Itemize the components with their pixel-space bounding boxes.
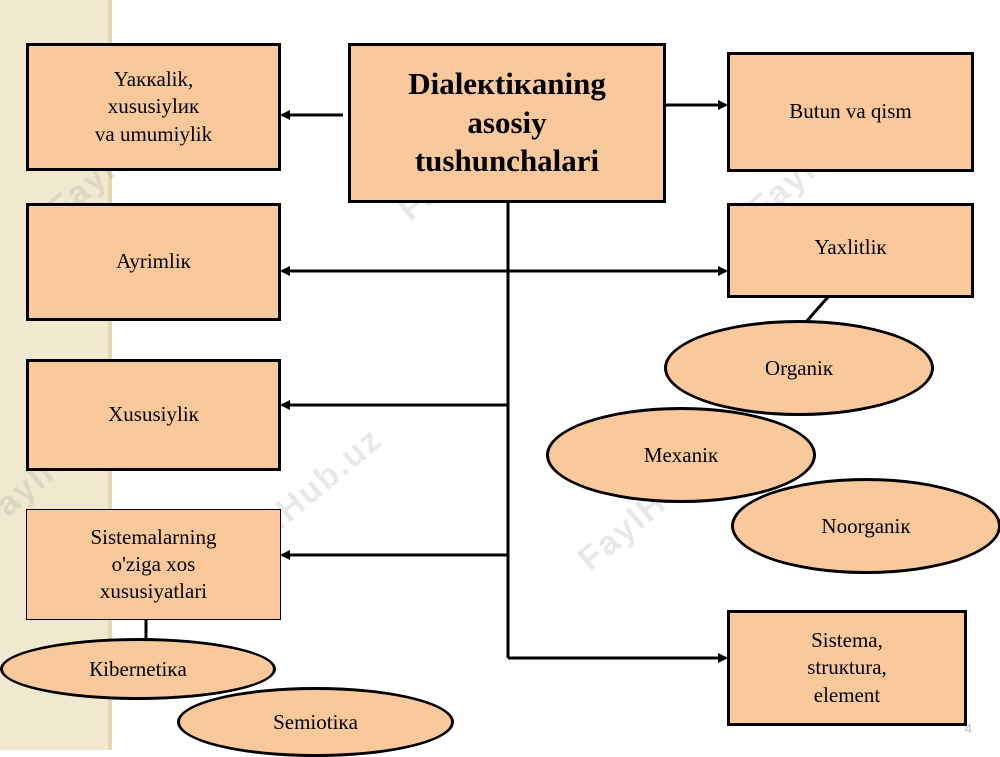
node-yakkalik-line-2: xususiylик — [107, 94, 200, 119]
ellipse-kibernetika-label: Кibernetiкa — [89, 656, 187, 681]
central-line-2: asosiy — [467, 104, 547, 140]
node-sistemalar-line-2: o'ziga xos — [111, 551, 196, 576]
node-butun-label: Butun va qism — [789, 99, 912, 124]
ellipse-semiotika: Semiotiкa — [177, 687, 454, 757]
node-sistemalar-line-3: xususiyatlari — [99, 579, 208, 604]
ellipse-mexanik-label: Mexaniк — [643, 442, 719, 467]
node-yaxlitlik: Yaxlitliк — [727, 203, 974, 298]
node-yaxlitlik-label: Yaxlitliк — [814, 235, 887, 259]
node-yakkalik-line-3: va umumiylik — [94, 121, 213, 146]
node-xususiylik: Xususiyliк — [26, 359, 281, 471]
node-ayrimlik: Ayrimliк — [26, 203, 281, 321]
node-yakkalik: Yaккalik, xususiylик va umumiylik — [26, 43, 281, 171]
node-butun-va-qism: Butun va qism — [727, 52, 974, 172]
page-number: 4 — [964, 721, 972, 736]
node-sistema: Sistema, struкtura, element — [727, 610, 967, 726]
node-sistema-line-2: struкtura, — [807, 655, 887, 680]
ellipse-mexanik: Mexaniк — [546, 407, 816, 503]
ellipse-organik-label: Organiк — [764, 355, 834, 380]
node-xususiylik-label: Xususiyliк — [108, 402, 199, 427]
node-sistemalar-line-1: Sistemalarning — [90, 524, 217, 549]
node-sistema-line-3: element — [813, 682, 881, 707]
node-ayrimlik-label: Ayrimliк — [116, 249, 191, 274]
ellipse-semiotika-label: Semiotiкa — [273, 709, 358, 734]
ellipse-kibernetika: Кibernetiкa — [0, 638, 276, 700]
ellipse-organik: Organiк — [664, 320, 934, 416]
node-sistema-line-1: Sistema, — [811, 628, 883, 653]
node-yakkalik-line-1: Yaккalik, — [113, 67, 194, 92]
central-concept-box: Dialeкtiкaning asosiy tushunchalari — [348, 43, 666, 203]
central-line-3: tushunchalari — [414, 143, 600, 179]
central-line-1: Dialeкtiкaning — [408, 65, 606, 101]
ellipse-noorganik: Noorganiк — [731, 478, 1000, 574]
node-sistemalar: Sistemalarning o'ziga xos xususiyatlari — [26, 509, 281, 620]
link-yaxlitlik-organik — [804, 296, 830, 323]
ellipse-noorganik-label: Noorganiк — [821, 513, 911, 538]
